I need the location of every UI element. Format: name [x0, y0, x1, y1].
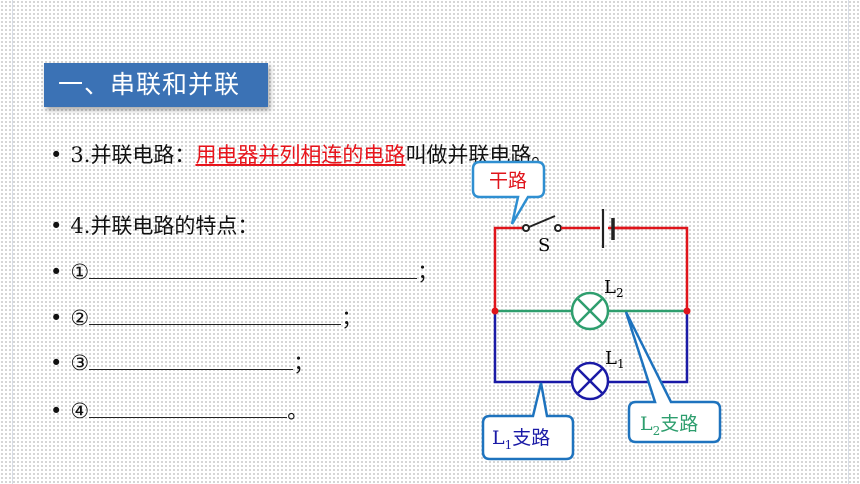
right-border-line [848, 0, 849, 484]
lamp-l2-icon [570, 291, 610, 331]
circled-number-3: ③ [70, 351, 90, 375]
branch-l1-callout-text: L1支路 [492, 427, 550, 452]
lamp-l1-icon [570, 361, 610, 401]
bullet: • [50, 214, 63, 238]
line-end-punctuation: ； [341, 306, 363, 330]
circled-number-1: ① [70, 260, 90, 284]
section-title: 一、串联和并联 [44, 63, 268, 107]
answer-blank-1[interactable] [89, 258, 418, 279]
bullet: • [50, 143, 63, 167]
definition-highlight: 用电器并列相连的电路 [195, 143, 406, 167]
switch-s [522, 215, 562, 232]
junction-dot-left [491, 307, 499, 315]
line-end-punctuation: 。 [287, 399, 309, 423]
item-4-characteristics-heading: • 4.并联电路的特点： [50, 211, 258, 241]
switch-label: S [538, 235, 550, 256]
battery-icon [600, 209, 615, 248]
branch-l2-callout: L2支路 [624, 311, 722, 444]
branch-l1-wires [493, 311, 689, 384]
circled-number-4: ④ [70, 399, 90, 423]
heading-text: 并联电路的特点： [90, 214, 259, 238]
branch-l1-callout: L1支路 [481, 382, 575, 461]
trunk-callout: 干路 [471, 160, 546, 225]
blank-line-1: • ① ； [50, 257, 438, 287]
line-end-punctuation: ； [417, 260, 439, 284]
bullet: • [50, 306, 63, 330]
item-3-parallel-definition: •3.并联电路：用电器并列相连的电路叫做并联电路。 [50, 140, 552, 170]
blank-line-2: • ② ； [50, 303, 362, 333]
definition-prefix: 并联电路： [90, 143, 196, 167]
blank-line-3: • ③ ； [50, 348, 314, 378]
bullet: • [50, 351, 63, 375]
left-border-line [12, 0, 13, 484]
answer-blank-4[interactable] [89, 397, 288, 418]
branch-l2-callout-text: L2支路 [640, 413, 698, 438]
blank-line-4: • ④ 。 [50, 396, 308, 426]
bullet: • [50, 399, 63, 423]
line-end-punctuation: ； [293, 351, 315, 375]
answer-blank-2[interactable] [89, 304, 342, 325]
lamp-l2-label: L2 [604, 277, 624, 300]
trunk-callout-text: 干路 [489, 170, 527, 192]
trunk-wires [493, 226, 689, 311]
item-number: 3. [70, 143, 91, 167]
bullet: • [50, 260, 63, 284]
item-number: 4. [70, 214, 91, 238]
lamp-l1-label: L1 [605, 348, 625, 371]
circled-number-2: ② [70, 306, 90, 330]
junction-dot-right [683, 307, 691, 315]
answer-blank-3[interactable] [89, 349, 294, 370]
